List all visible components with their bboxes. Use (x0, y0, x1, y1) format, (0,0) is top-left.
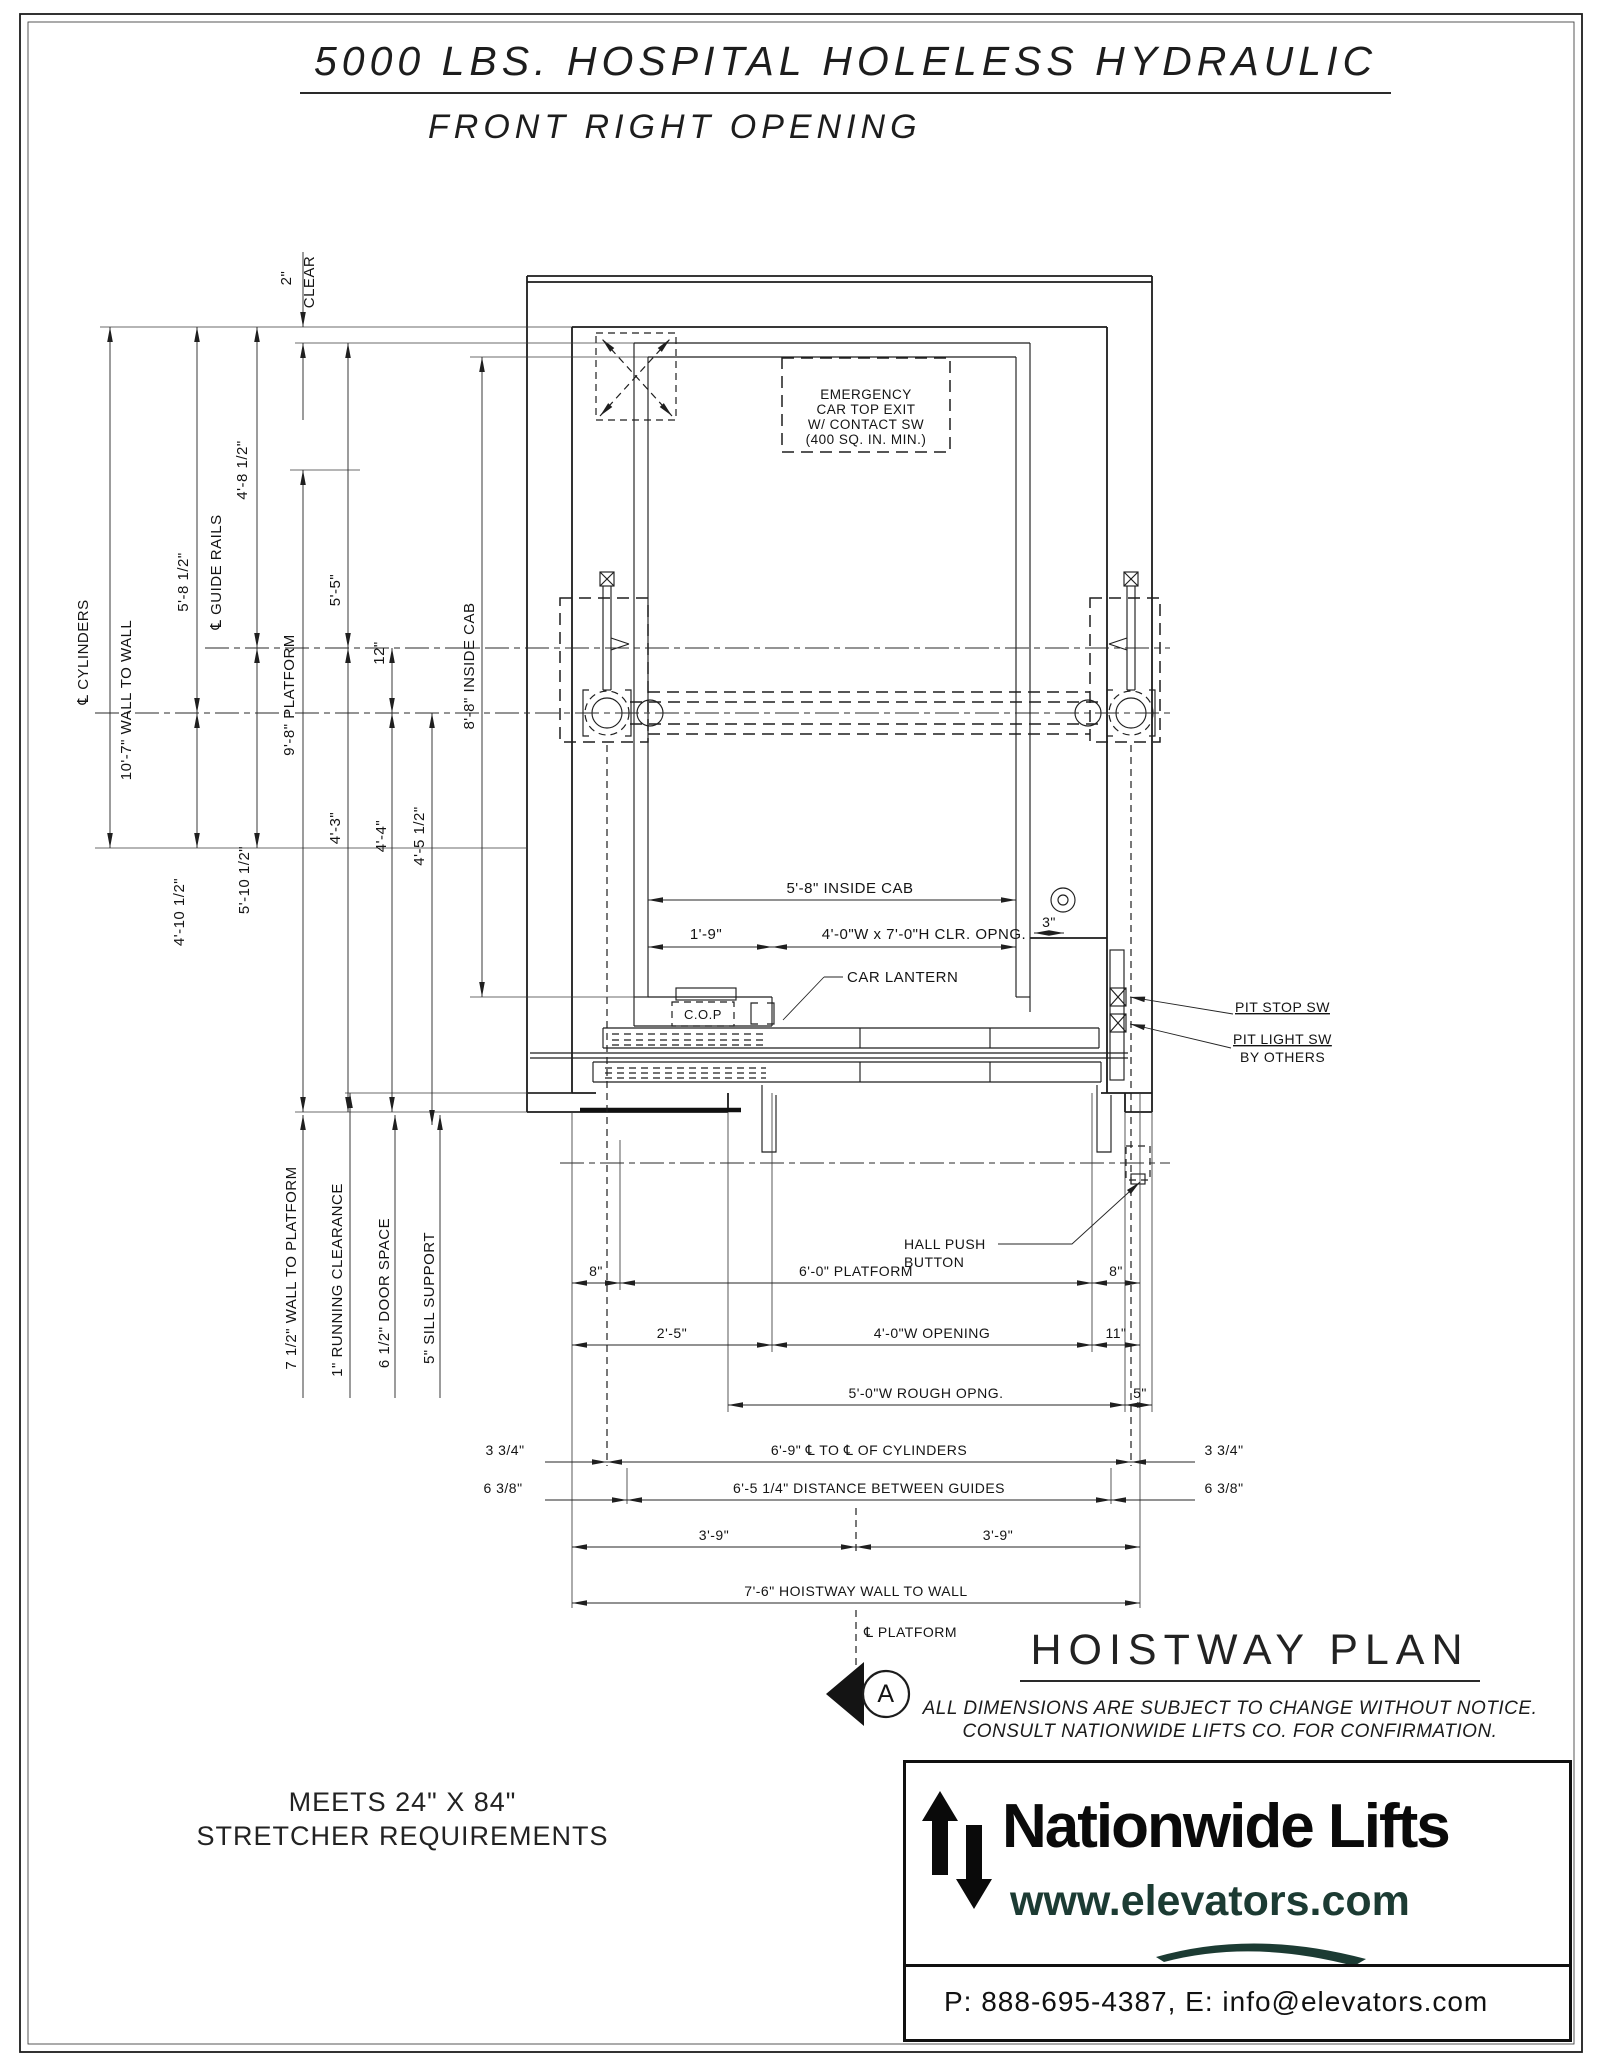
updown-arrows-icon (922, 1791, 992, 1909)
label-hall-push-label-1: HALL PUSH (904, 1236, 986, 1252)
hoistway-walls (526, 275, 1153, 1113)
label-dim-8-right: 8" (1109, 1263, 1123, 1279)
label-dim-running-clearance: 1" RUNNING CLEARANCE (329, 1183, 346, 1377)
label-dim-2-5: 2'-5" (657, 1325, 687, 1341)
swoosh-icon (1156, 1943, 1366, 1966)
label-dim-5-8-half: 5'-8 1/2" (175, 552, 192, 611)
label-dim-4-3: 4'-3" (327, 812, 344, 844)
label-cop-label: C.O.P (684, 1007, 722, 1022)
label-dim-inside-cab-width: 5'-8" INSIDE CAB (786, 880, 913, 897)
centerlines (95, 647, 1170, 1668)
label-dim-5-10-half: 5'-10 1/2" (236, 846, 253, 914)
label-pit-light-label: PIT LIGHT SW (1233, 1031, 1332, 1047)
guide-rails (559, 571, 1161, 743)
label-dim-4-5-half: 4'-5 1/2" (411, 806, 428, 865)
contact-bar: P: 888-695-4387, E: info@elevators.com (906, 1964, 1569, 2039)
label-dim-wall-to-platform: 7 1/2" WALL TO PLATFORM (283, 1166, 300, 1369)
extension-lines (95, 326, 1153, 1608)
label-dim-platform-width: 6'-0" PLATFORM (799, 1263, 913, 1279)
sheet-title-line1: 5000 LBS. HOSPITAL HOLELESS HYDRAULIC (300, 38, 1392, 94)
label-dim-6-38-left: 6 3/8" (483, 1480, 522, 1496)
label-section-marker-letter: A (877, 1680, 894, 1708)
section-arrow-icon (826, 1662, 864, 1726)
label-dim-3-34-right: 3 3/4" (1204, 1442, 1243, 1458)
dimension-labels: ℄ CYLINDERS 10'-7" WALL TO WALL 5'-8 1/2" 4… (75, 256, 1332, 1708)
section-marker-circle (861, 1669, 911, 1719)
label-dim-11: 11" (1105, 1325, 1126, 1341)
brand-website: www.elevators.com (1010, 1877, 1410, 1925)
label-dim-5-5: 5'-5" (327, 574, 344, 606)
label-dim-4-10-half: 4'-10 1/2" (171, 878, 188, 946)
label-dim-hoistway-wall-to-wall: 7'-6" HOISTWAY WALL TO WALL (744, 1583, 967, 1599)
label-dim-5-right: 5" (1133, 1385, 1147, 1401)
label-dim-door-space: 6 1/2" DOOR SPACE (376, 1218, 393, 1368)
label-dim-3: 3" (1042, 914, 1056, 930)
stretcher-line1: MEETS 24" X 84" (288, 1787, 517, 1817)
label-dim-4-8-half: 4'-8 1/2" (234, 440, 251, 499)
label-emergency-note-4: (400 SQ. IN. MIN.) (806, 432, 927, 447)
label-dim-clear: CLEAR (301, 256, 318, 309)
label-by-others-label: BY OTHERS (1240, 1049, 1325, 1065)
label-dim-cyl-centers: 6'-9" ℄ TO ℄ OF CYLINDERS (771, 1442, 967, 1458)
stretcher-line2: STRETCHER REQUIREMENTS (196, 1821, 609, 1851)
label-dim-1-9: 1'-9" (690, 926, 722, 943)
label-dim-between-guides: 6'-5 1/4" DISTANCE BETWEEN GUIDES (733, 1480, 1005, 1496)
label-dim-3-9-right: 3'-9" (983, 1527, 1013, 1543)
label-dim-8-left: 8" (589, 1263, 603, 1279)
label-dim-3-34-left: 3 3/4" (485, 1442, 524, 1458)
label-dim-rough-opng: 5'-0"W ROUGH OPNG. (848, 1385, 1003, 1401)
plan-note-line2: CONSULT NATIONWIDE LIFTS CO. FOR CONFIRM… (962, 1721, 1498, 1742)
label-dim-cl-guide-rails: ℄ GUIDE RAILS (208, 514, 225, 630)
label-dim-opening-width: 4'-0"W OPENING (874, 1325, 991, 1341)
leader-lines (782, 976, 1234, 1245)
plan-title: HOISTWAY PLAN (1020, 1626, 1480, 1682)
label-car-lantern-label: CAR LANTERN (847, 969, 958, 986)
plan-title-wrap: HOISTWAY PLAN (930, 1626, 1570, 1682)
label-dim-6-38-right: 6 3/8" (1204, 1480, 1243, 1496)
label-dim-12: 12" (371, 641, 388, 665)
label-dim-8-8-inside-cab: 8'-8" INSIDE CAB (461, 602, 478, 729)
label-cl-platform-label: ℄ PLATFORM (863, 1624, 957, 1640)
label-dim-sill-support: 5" SILL SUPPORT (421, 1232, 438, 1364)
plan-symbols (826, 1662, 911, 1726)
label-dim-cl-cylinders: ℄ CYLINDERS (75, 599, 92, 705)
sheet-title: 5000 LBS. HOSPITAL HOLELESS HYDRAULIC (300, 38, 1392, 94)
label-dim-3-9-left: 3'-9" (699, 1527, 729, 1543)
page-border (19, 13, 1583, 2053)
label-dim-9-8-platform: 9'-8" PLATFORM (281, 634, 298, 756)
stretcher-note: MEETS 24" X 84" STRETCHER REQUIREMENTS (155, 1785, 650, 1853)
dimension-lines (107, 252, 1195, 1606)
label-dim-2: 2" (278, 271, 295, 286)
label-emergency-note-1: EMERGENCY (820, 387, 912, 402)
label-dim-wall-to-wall: 10'-7" WALL TO WALL (118, 620, 135, 781)
plan-notes: ALL DIMENSIONS ARE SUBJECT TO CHANGE WIT… (905, 1697, 1555, 1743)
label-dim-clr-opng: 4'-0"W x 7'-0"H CLR. OPNG. (822, 926, 1026, 943)
plan-note-line1: ALL DIMENSIONS ARE SUBJECT TO CHANGE WIT… (922, 1698, 1538, 1719)
label-emergency-note-3: W/ CONTACT SW (808, 417, 924, 432)
logo-block: Nationwide Lifts www.elevators.com P: 88… (903, 1760, 1572, 2042)
label-hall-push-label-2: BUTTON (904, 1254, 964, 1270)
label-emergency-note-2: CAR TOP EXIT (816, 402, 915, 417)
elevator-cab (595, 332, 1076, 1027)
label-dim-4-4: 4'-4" (373, 820, 390, 852)
brand-name: Nationwide Lifts (1002, 1792, 1451, 1861)
label-pit-stop-label: PIT STOP SW (1235, 999, 1330, 1015)
door-assembly (530, 1027, 1151, 1185)
sheet-title-line2: FRONT RIGHT OPENING (428, 108, 922, 146)
